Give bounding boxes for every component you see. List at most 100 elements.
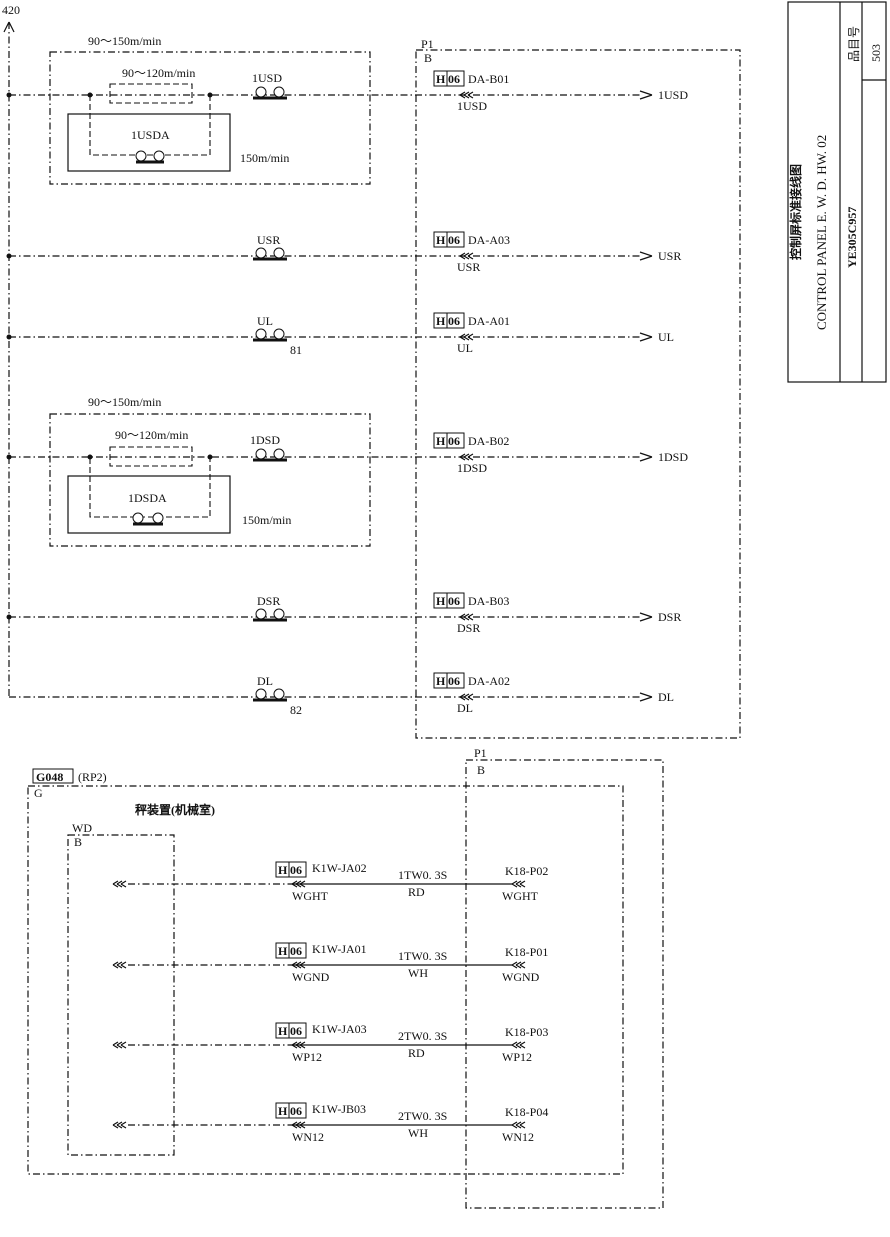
connector-tag-h: H xyxy=(436,594,446,608)
right-plug-icon xyxy=(511,880,526,888)
title-block: 控制屏标准接线图 CONTROL PANEL E. W. D. HW. 02 Y… xyxy=(787,1,887,383)
title-block-item-no: 503 xyxy=(869,44,883,62)
right-plug-icon xyxy=(511,1041,526,1049)
group1-sub-label: 1USDA xyxy=(131,128,170,142)
top-ref-label: 420 xyxy=(2,3,20,17)
left-plug-icon xyxy=(112,880,127,888)
output-label: 1USD xyxy=(658,88,688,102)
title-block-en: CONTROL PANEL E. W. D. HW. 02 xyxy=(814,135,829,330)
group1-sub-speed: 150m/min xyxy=(240,151,289,165)
lower-connector-tag-num: 06 xyxy=(290,1104,302,1118)
group1-inner-speed: 90～120m/min xyxy=(122,66,195,80)
left-plug-icon xyxy=(112,1121,127,1129)
lower-pin-label: WGHT xyxy=(292,889,329,903)
g048-tag-text: G048 xyxy=(36,770,63,784)
p1-label: P1 xyxy=(421,37,434,51)
upper-panel: 420 P1 B 90～150m/min 90～120m/min 1USDA 1… xyxy=(2,3,741,739)
cable-label: 1TW0. 3S xyxy=(398,868,447,882)
title-block-item-label: 品目号 xyxy=(847,26,861,62)
connector-code: DA-B03 xyxy=(468,594,509,608)
device-contact-icon xyxy=(253,608,287,622)
p1-box xyxy=(415,49,741,739)
connector-tag-h: H xyxy=(436,72,446,86)
connector-tag-h: H xyxy=(436,314,446,328)
wd-label: WD xyxy=(72,821,92,835)
wire-color-label: RD xyxy=(408,1046,425,1060)
device-number: 81 xyxy=(290,343,302,357)
lower-connector-tag-h: H xyxy=(278,863,288,877)
connector-tag-h: H xyxy=(436,434,446,448)
p1-lower-sub-label: B xyxy=(477,763,485,777)
plug-icon xyxy=(459,693,474,701)
wd-box xyxy=(67,834,175,1156)
pin-label: UL xyxy=(457,341,473,355)
output-label: DL xyxy=(658,690,674,704)
lower-connector-tag-h: H xyxy=(278,1024,288,1038)
connector-tag-num: 06 xyxy=(448,434,460,448)
group2-inner-box xyxy=(109,446,193,467)
connector-code: DA-A01 xyxy=(468,314,510,328)
pin-label: 1USD xyxy=(457,99,487,113)
group2-inner-speed: 90～120m/min xyxy=(115,428,188,442)
connector-tag-num: 06 xyxy=(448,674,460,688)
right-connector-code: K18-P04 xyxy=(505,1105,548,1119)
right-pin-label: WGND xyxy=(502,970,540,984)
p1-lower-box xyxy=(465,759,664,1209)
pin-label: USR xyxy=(457,260,480,274)
right-arrow-icon xyxy=(639,90,653,100)
right-pin-label: WN12 xyxy=(502,1130,534,1144)
right-arrow-icon xyxy=(639,452,653,462)
output-label: 1DSD xyxy=(658,450,688,464)
connector-tag-num: 06 xyxy=(448,72,460,86)
cable-label: 1TW0. 3S xyxy=(398,949,447,963)
group2-outer-speed: 90～150m/min xyxy=(88,395,161,409)
connector-code: DA-B02 xyxy=(468,434,509,448)
right-plug-icon xyxy=(511,961,526,969)
title-block-code: YE305C957 xyxy=(845,207,859,268)
group1-sub-contact-icon xyxy=(135,150,165,164)
mid-plug-icon xyxy=(291,880,306,888)
g-label: G xyxy=(34,786,43,800)
group2-sub-speed: 150m/min xyxy=(242,513,291,527)
right-arrow-icon xyxy=(639,612,653,622)
left-plug-icon xyxy=(112,961,127,969)
pin-label: 1DSD xyxy=(457,461,487,475)
group2-sub-label: 1DSDA xyxy=(128,491,167,505)
device-contact-icon xyxy=(253,448,287,462)
plug-icon xyxy=(459,91,474,99)
g048-tag-suffix: (RP2) xyxy=(78,770,107,784)
wire-color-label: RD xyxy=(408,885,425,899)
device-contact-icon xyxy=(253,328,287,342)
device-contact-icon xyxy=(253,688,287,702)
p1-lower-label: P1 xyxy=(474,746,487,760)
wd-sub-label: B xyxy=(74,835,82,849)
pin-label: DL xyxy=(457,701,473,715)
plug-icon xyxy=(459,252,474,260)
right-pin-label: WP12 xyxy=(502,1050,532,1064)
mid-plug-icon xyxy=(291,1121,306,1129)
lower-connector-code: K1W-JA02 xyxy=(312,861,367,875)
connector-tag-num: 06 xyxy=(448,314,460,328)
connector-tag-h: H xyxy=(436,674,446,688)
device-label: DL xyxy=(257,674,273,688)
lower-connector-tag-h: H xyxy=(278,1104,288,1118)
mid-plug-icon xyxy=(291,961,306,969)
g-box xyxy=(27,785,624,1175)
connector-code: DA-B01 xyxy=(468,72,509,86)
